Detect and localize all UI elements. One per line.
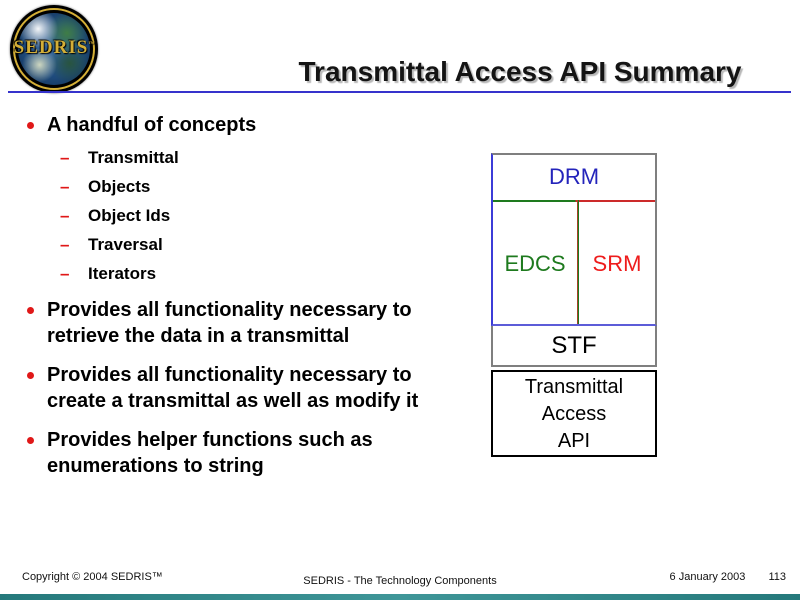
logo-gold-ring xyxy=(13,8,95,90)
drm-box: DRM EDCS SRM xyxy=(491,153,657,326)
drm-label: DRM xyxy=(548,164,600,189)
trademark-symbol: ™ xyxy=(88,41,95,48)
dash-icon: – xyxy=(60,206,70,225)
title-underline xyxy=(8,91,791,93)
sub-bullet-list: – Transmittal – Objects – Object Ids – T… xyxy=(60,147,484,285)
stf-box: STF xyxy=(491,326,657,367)
bullet-list: A handful of concepts – Transmittal – Ob… xyxy=(22,112,484,479)
footer-date: 6 January 2003 xyxy=(669,571,746,583)
logo-wordmark: SEDRIS™ xyxy=(10,37,98,59)
dash-icon: – xyxy=(60,264,70,283)
edcs-label: EDCS xyxy=(504,251,566,276)
sedris-logo: SEDRIS™ xyxy=(10,5,98,93)
sub-bullet-text: Object Ids xyxy=(88,206,171,225)
bullet-dot-icon xyxy=(27,372,34,379)
spacer xyxy=(22,349,484,362)
footer-page-number: 113 xyxy=(768,571,786,583)
srm-label: SRM xyxy=(592,251,642,276)
edcs-srm-divider-line xyxy=(577,200,579,324)
bottom-teal-bar xyxy=(0,594,800,600)
bullet-item: A handful of concepts xyxy=(22,112,484,138)
sub-bullet-item: – Objects xyxy=(60,176,484,198)
sub-bullet-text: Transmittal xyxy=(88,148,179,167)
footer-right: 6 January 2003 113 xyxy=(546,571,786,583)
dash-icon: – xyxy=(60,235,70,254)
spacer xyxy=(22,414,484,427)
drm-divider-line xyxy=(493,200,655,202)
bullet-text: A handful of concepts xyxy=(47,114,257,136)
sub-bullet-item: – Traversal xyxy=(60,234,484,256)
bullet-dot-icon xyxy=(27,122,34,129)
sub-bullet-item: – Transmittal xyxy=(60,147,484,169)
bullet-dot-icon xyxy=(27,437,34,444)
footer-copyright: Copyright © 2004 SEDRIS™ xyxy=(22,571,163,583)
sub-bullet-text: Iterators xyxy=(88,264,157,283)
sub-bullet-item: – Object Ids xyxy=(60,205,484,227)
dash-icon: – xyxy=(60,177,70,196)
sub-bullet-text: Traversal xyxy=(88,235,163,254)
sub-bullet-item: – Iterators xyxy=(60,263,484,285)
sub-bullet-text: Objects xyxy=(88,177,151,196)
bullet-dot-icon xyxy=(27,307,34,314)
dash-icon: – xyxy=(60,148,70,167)
page-title: Transmittal Access API Summary xyxy=(298,56,742,87)
logo-text: SEDRIS xyxy=(13,37,89,58)
footer-caption: SEDRIS - The Technology Components xyxy=(303,575,497,587)
